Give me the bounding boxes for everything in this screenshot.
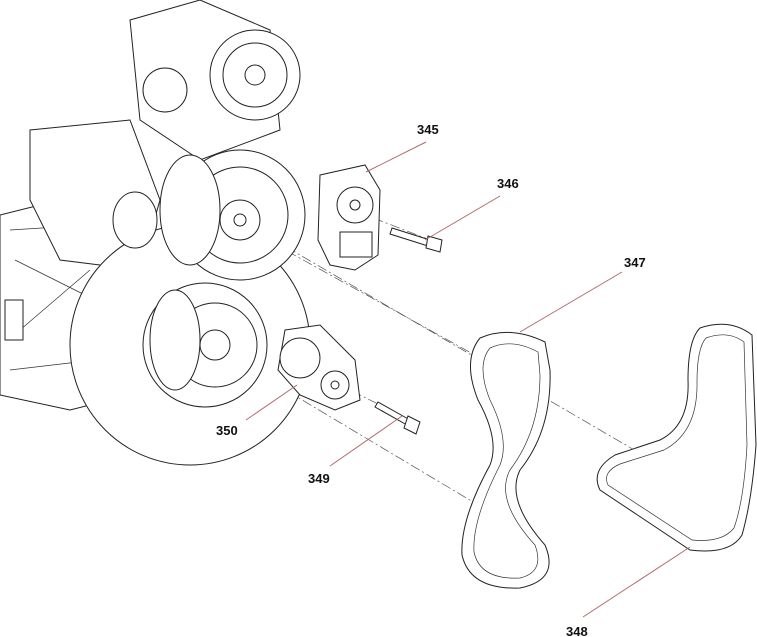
belt-347 <box>461 331 551 589</box>
callout-345: 345 <box>417 122 439 137</box>
lower-tensioner <box>277 324 361 411</box>
engine-assembly <box>0 0 311 466</box>
upper-bolt <box>389 227 443 253</box>
callout-349: 349 <box>308 471 330 486</box>
callout-346: 346 <box>497 176 519 191</box>
upper-tensioner <box>317 164 381 271</box>
callout-348: 348 <box>566 624 588 637</box>
callout-347: 347 <box>624 255 646 270</box>
belt-348 <box>596 323 757 552</box>
lower-bolt <box>374 401 421 435</box>
leader-lines <box>245 141 691 618</box>
callout-350: 350 <box>216 423 238 438</box>
